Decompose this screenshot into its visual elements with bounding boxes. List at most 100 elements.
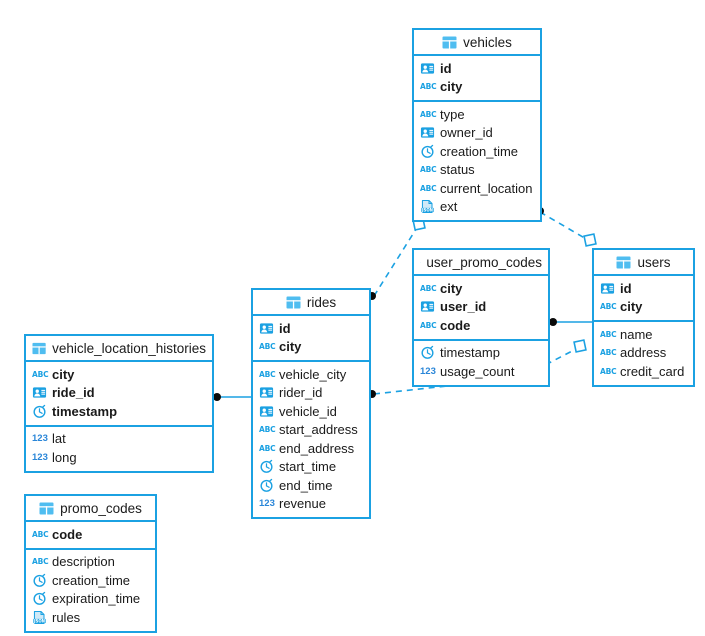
123-number-icon: 123: [420, 365, 436, 377]
table-title: user_promo_codes: [426, 254, 542, 270]
relationship-vehicles-to-users[interactable]: [536, 207, 597, 247]
svg-text:JSON: JSON: [33, 618, 45, 623]
field-row-usage_count[interactable]: 123 usage_count: [414, 362, 548, 381]
key-id-icon: [420, 63, 435, 74]
123-number-icon: 123: [32, 433, 48, 445]
field-name: city: [440, 280, 463, 296]
abc-string-icon: ABC: [420, 320, 437, 330]
field-row-start_time[interactable]: start_time: [253, 458, 369, 477]
abc-string-icon: ABC: [600, 348, 617, 358]
relationship-vehicle-location-histories-to-rides[interactable]: [213, 393, 251, 401]
field-name: vehicle_city: [279, 366, 347, 382]
relationship-dot-marker: [549, 318, 557, 326]
field-name: current_location: [440, 180, 533, 196]
field-name: creation_time: [440, 143, 519, 159]
field-row-creation_time[interactable]: creation_time: [26, 571, 155, 590]
clock-timestamp-icon: [260, 460, 273, 474]
field-row-id[interactable]: id: [414, 59, 540, 78]
clock-timestamp-icon: [33, 573, 46, 587]
relationship-user-promo-codes-to-users[interactable]: [549, 318, 592, 326]
field-row-creation_time[interactable]: creation_time: [414, 142, 540, 161]
table-title: vehicle_location_histories: [52, 340, 206, 356]
field-row-expiration_time[interactable]: expiration_time: [26, 590, 155, 609]
field-name: type: [440, 106, 465, 122]
field-name: id: [440, 60, 452, 76]
field-row-rider_id[interactable]: rider_id: [253, 384, 369, 403]
table-grid-icon: [39, 502, 54, 514]
table-header-promo_codes[interactable]: promo_codes: [26, 496, 155, 522]
field-row-id[interactable]: id: [253, 319, 369, 338]
field-row-timestamp[interactable]: timestamp: [26, 402, 212, 421]
clock-timestamp-icon: [33, 592, 46, 606]
field-row-owner_id[interactable]: owner_id: [414, 124, 540, 143]
table-title: promo_codes: [60, 500, 142, 516]
field-name: id: [279, 320, 291, 336]
field-name: description: [52, 554, 115, 570]
abc-string-icon: ABC: [259, 369, 276, 379]
abc-string-icon: ABC: [420, 109, 437, 119]
field-name: ext: [440, 199, 458, 215]
field-name: end_time: [279, 477, 333, 493]
field-name: ride_id: [52, 385, 95, 401]
field-name: city: [52, 366, 75, 382]
table-header-rides[interactable]: rides: [253, 290, 369, 316]
key-id-icon: [259, 406, 274, 417]
field-row-timestamp[interactable]: timestamp: [414, 344, 548, 363]
clock-timestamp-icon: [421, 346, 434, 360]
field-row-user_id[interactable]: user_id: [414, 298, 548, 317]
regular-fields: timestamp 123 usage_count: [414, 341, 548, 385]
json-document-icon: JSON: [33, 610, 46, 624]
field-row-vehicle_id[interactable]: vehicle_id: [253, 402, 369, 421]
field-name: user_id: [440, 299, 487, 315]
table-header-vehicles[interactable]: vehicles: [414, 30, 540, 56]
key-id-icon: [259, 387, 274, 398]
table-header-vehicle_location_histories[interactable]: vehicle_location_histories: [26, 336, 212, 362]
field-name: usage_count: [440, 363, 515, 379]
field-row-id[interactable]: id: [594, 279, 693, 298]
table-title: users: [637, 254, 671, 270]
field-name: creation_time: [52, 572, 131, 588]
field-row-end_time[interactable]: end_time: [253, 476, 369, 495]
relationship-dot-marker: [213, 393, 221, 401]
table-header-users[interactable]: users: [594, 250, 693, 276]
field-name: owner_id: [440, 125, 493, 141]
field-row-ride_id[interactable]: ride_id: [26, 384, 212, 403]
abc-string-icon: ABC: [420, 165, 437, 175]
table-grid-icon: [32, 342, 46, 354]
table-header-user_promo_codes[interactable]: user_promo_codes: [414, 250, 548, 276]
